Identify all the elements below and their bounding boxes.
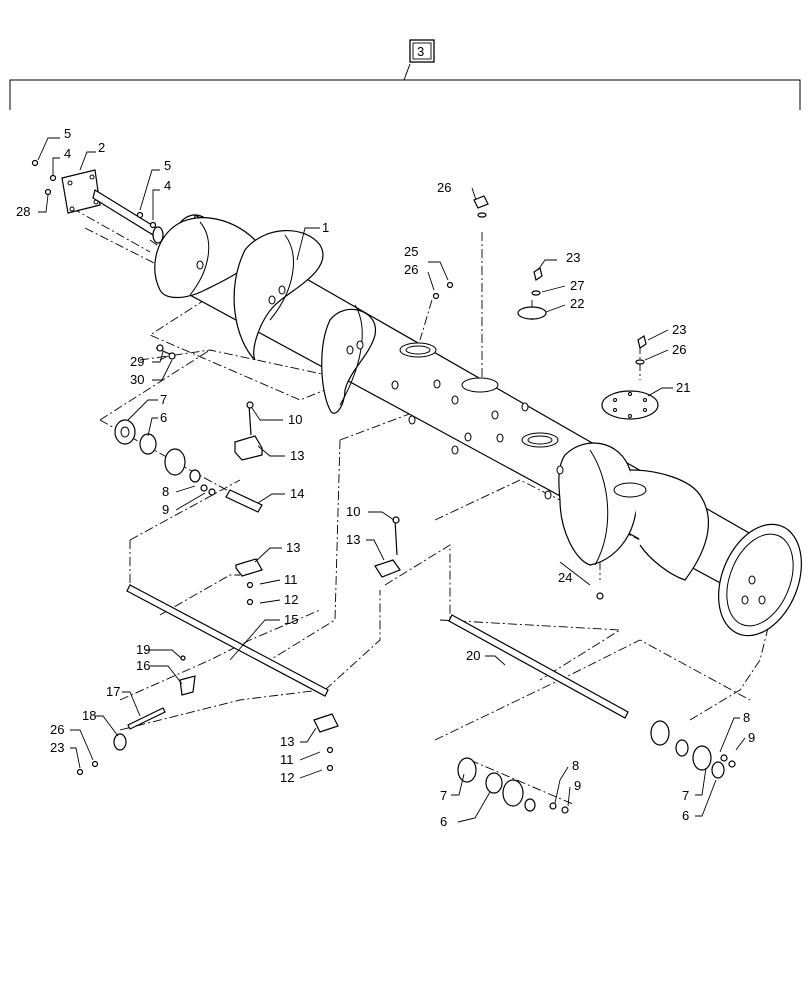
callout-26: 26 [50,722,64,737]
callout-23: 23 [50,740,64,755]
callout-29: 29 [130,354,144,369]
callout-7: 7 [682,788,689,803]
lower-bearing-stacks [457,720,736,814]
callout-20: 20 [466,648,480,663]
callout-16: 16 [136,658,150,673]
callout-11: 11 [284,572,298,587]
callout-21: 21 [676,380,690,395]
callout-26: 26 [404,262,418,277]
callout-1: 1 [322,220,329,235]
callout-19: 19 [136,642,150,657]
left-bearing-assembly [31,159,164,244]
callout-8: 8 [743,710,750,725]
small-hardware [155,195,659,600]
callout-12: 12 [280,770,294,785]
callout-5: 5 [164,158,171,173]
callout-6: 6 [682,808,689,823]
callout-24: 24 [558,570,572,585]
callout-8: 8 [572,758,579,773]
callout-28: 28 [16,204,30,219]
callout-23: 23 [672,322,686,337]
callout-7: 7 [160,392,167,407]
callout-13: 13 [280,734,294,749]
callout-13: 13 [290,448,304,463]
callout-4: 4 [164,178,171,193]
callout-25: 25 [404,244,418,259]
callout-5: 5 [64,126,71,141]
callout-26: 27 [570,278,584,293]
leader-lines [37,137,746,823]
callout-3: 3 [417,44,424,59]
callout-18: 18 [82,708,96,723]
left-bearing-stack [114,419,216,496]
bearing-blocks [225,401,401,772]
callout-9: 9 [748,730,755,745]
callout-2: 2 [98,140,105,155]
callout-6: 6 [160,410,167,425]
callout-7: 7 [440,788,447,803]
callout-22: 22 [570,296,584,311]
callout-13: 13 [286,540,300,555]
callout-4: 4 [64,146,71,161]
callout-10: 10 [346,504,360,519]
callout-15: 15 [284,612,298,627]
callout-26: 26 [437,180,451,195]
callout-labels: 3 1 2 5 4 5 4 28 29 30 7 6 8 9 10 13 14 … [16,44,755,829]
callout-30: 30 [130,372,144,387]
callout-13: 13 [346,532,360,547]
lower-left-hardware [76,655,196,776]
callout-14: 14 [290,486,304,501]
callout-10: 10 [288,412,302,427]
callout-9: 9 [162,502,169,517]
auger-tube [154,213,802,637]
assembly-bracket [9,39,801,110]
callout-12: 12 [284,592,298,607]
callout-11: 11 [280,752,294,767]
callout-17: 17 [106,684,120,699]
callout-27: 26 [672,342,686,357]
callout-8: 8 [162,484,169,499]
drive-shafts [126,584,629,719]
callout-6: 6 [440,814,447,829]
callout-9: 9 [574,778,581,793]
callout-23: 23 [566,250,580,265]
